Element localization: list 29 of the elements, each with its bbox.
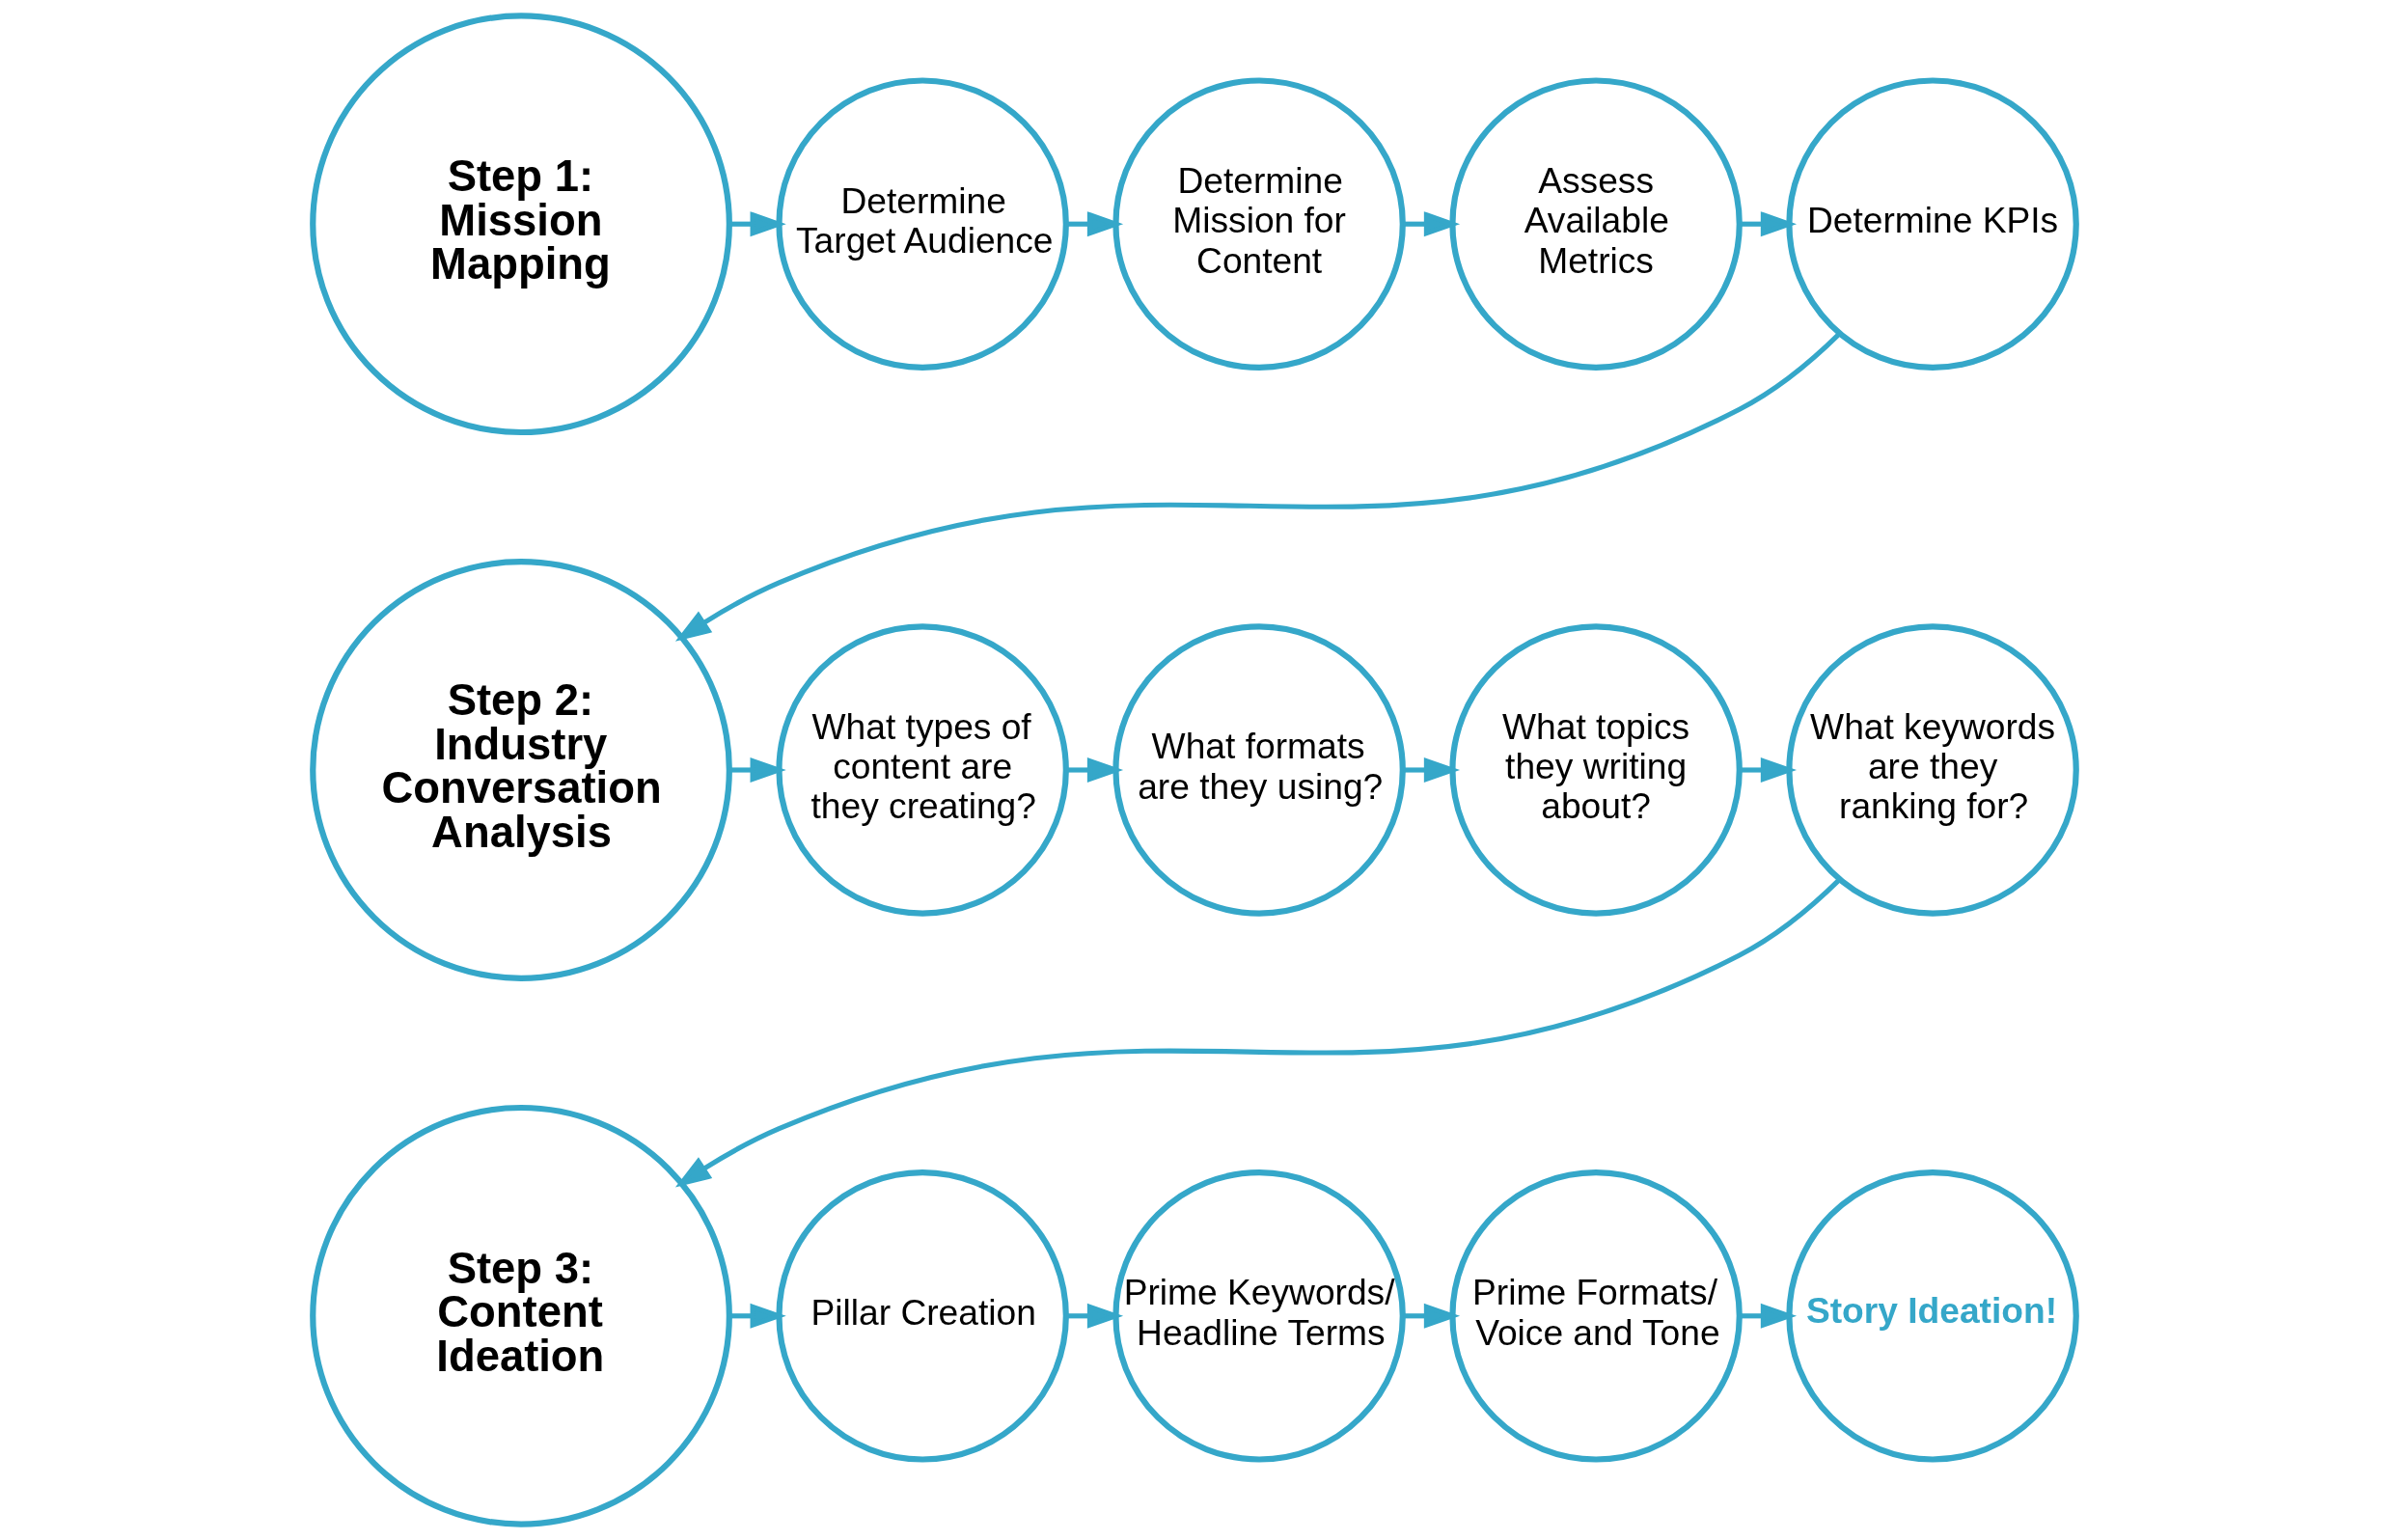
node-circle: Determine KPIs <box>1786 77 2079 371</box>
arrow <box>1740 211 1798 237</box>
node-circle: Assess Available Metrics <box>1449 77 1743 371</box>
arrow <box>1403 756 1461 784</box>
node-circle: Prime Keywords/ Headline Terms <box>1112 1169 1406 1463</box>
node-circle: What types of content are they creating? <box>776 623 1069 917</box>
arrow <box>728 1303 786 1329</box>
node-circle: Prime Formats/ Voice and Tone <box>1449 1169 1743 1463</box>
arrow <box>1066 1303 1124 1329</box>
node-circle: What topics they writing about? <box>1449 623 1743 917</box>
arrow <box>1066 756 1124 784</box>
node-circle: Step 3: Content Ideation <box>310 1104 732 1527</box>
node-circle: Step 1: Mission Mapping <box>310 13 732 436</box>
arrow <box>728 211 786 237</box>
node-circle: Story Ideation! <box>1786 1169 2079 1463</box>
node-circle: Determine Mission for Content <box>1112 77 1406 371</box>
arrow <box>674 332 1842 642</box>
arrow <box>674 877 1842 1188</box>
node-circle: Step 2: Industry Conversation Analysis <box>310 559 732 981</box>
node-circle: What keywords are they ranking for? <box>1786 623 2079 917</box>
arrow <box>1740 1303 1798 1329</box>
node-circle: Pillar Creation <box>776 1169 1069 1463</box>
arrow <box>1403 211 1461 237</box>
arrow <box>1740 756 1798 784</box>
node-circle: What formats are they using? <box>1112 623 1406 917</box>
node-circle: Determine Target Audience <box>776 77 1069 371</box>
arrow <box>728 756 786 784</box>
arrow <box>1066 211 1124 237</box>
arrow <box>1403 1303 1461 1329</box>
